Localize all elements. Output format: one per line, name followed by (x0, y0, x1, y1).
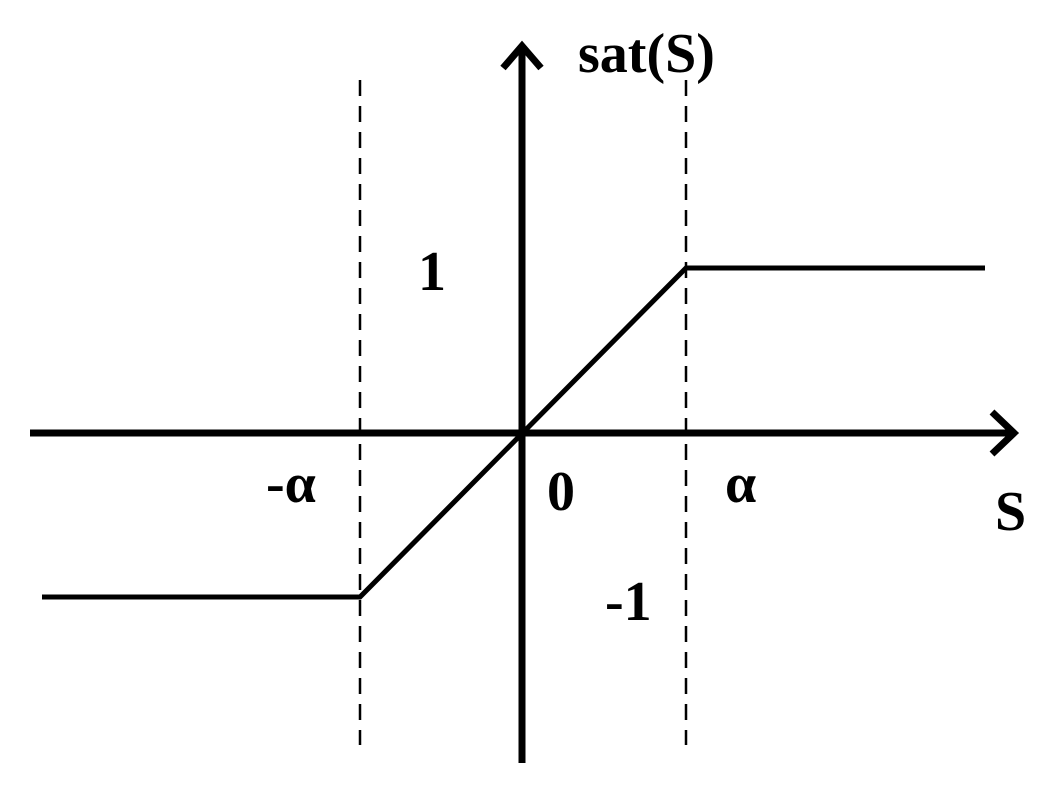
alpha-pos-label: α (725, 453, 756, 515)
alpha-neg-label: -α (266, 453, 316, 515)
x-axis-label: S (995, 481, 1026, 543)
x-axis-arrowhead (989, 409, 1020, 457)
saturation-curve (42, 265, 985, 600)
upper-level-label: 1 (418, 241, 446, 303)
y-axis-label: sat(S) (578, 23, 715, 85)
lower-level-label: -1 (605, 571, 652, 633)
y-axis-arrowhead (500, 40, 544, 71)
origin-label: 0 (547, 461, 575, 523)
